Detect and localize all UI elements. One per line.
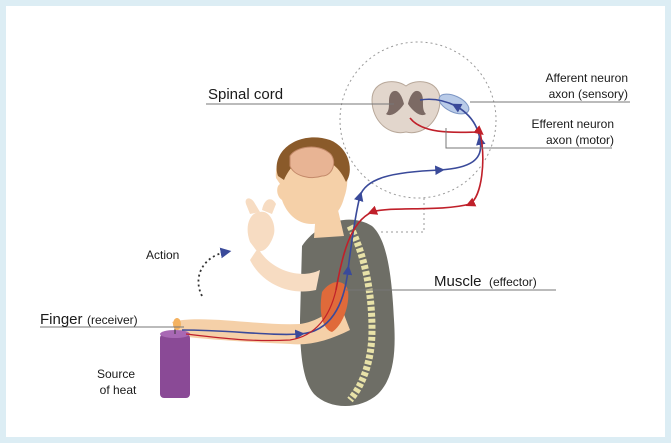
afferent-label-line2: axon (sensory) xyxy=(549,87,628,101)
brain xyxy=(290,147,334,177)
spinal-cord-label: Spinal cord xyxy=(208,86,283,103)
finger-label: Finger (receiver) xyxy=(40,311,138,328)
efferent-label-line1: Efferent neuron xyxy=(531,117,614,131)
torso-shirt xyxy=(300,220,395,406)
action-arrow xyxy=(198,252,226,296)
spinal-cord-cross-section xyxy=(372,82,440,133)
efferent-label-line2: axon (motor) xyxy=(546,133,614,147)
finger-label-sub: (receiver) xyxy=(87,313,138,327)
action-label: Action xyxy=(146,248,179,262)
finger-label-main: Finger xyxy=(40,311,83,328)
heat-source-label-line2: of heat xyxy=(100,383,137,397)
muscle-label-main: Muscle xyxy=(434,273,482,290)
heat-source-label-line1: Source xyxy=(97,367,135,381)
zoom-connector xyxy=(380,198,424,232)
afferent-label-line1: Afferent neuron xyxy=(545,71,628,85)
muscle-label: Muscle (effector) xyxy=(434,273,537,290)
muscle-label-sub: (effector) xyxy=(489,275,537,289)
